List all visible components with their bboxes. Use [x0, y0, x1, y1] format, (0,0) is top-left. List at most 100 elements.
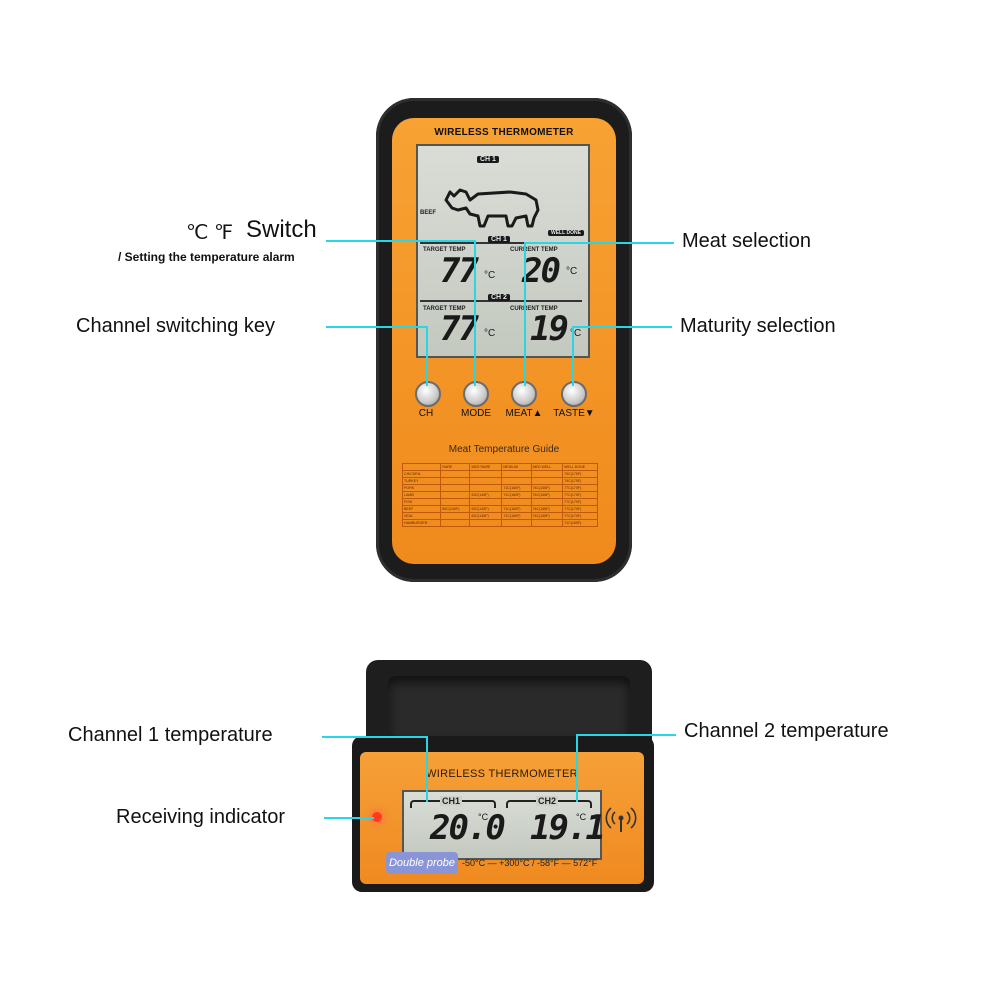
meat-selection-label: Meat selection: [682, 230, 811, 252]
lcd-ch2-target-label: TARGET TEMP: [423, 306, 466, 312]
guide-cell: 71C(160F): [501, 491, 532, 499]
maturity-callout-line-h: [572, 326, 672, 328]
guide-row: HAMBURGER 71C(160F): [401, 519, 598, 527]
channel2-temperature-label: Channel 2 temperature: [684, 720, 889, 742]
guide-cell: 71C(160F): [501, 484, 532, 492]
maturity-callout-line-v: [572, 326, 574, 386]
channel-key-callout-line-v: [426, 326, 428, 386]
guide-cell: 77C(170F): [562, 512, 598, 520]
switch-units-label: ℃ ℉: [186, 222, 234, 244]
guide-cell: [440, 519, 471, 527]
base-ch2-label: CH2: [536, 796, 559, 806]
guide-cell: [501, 498, 532, 506]
guide-cell: 71C(160F): [562, 519, 598, 527]
maturity-selection-label: Maturity selection: [680, 315, 836, 337]
guide-cell: MEDIUM: [501, 463, 532, 471]
lcd-ch1-target-value: 77: [440, 251, 479, 291]
mode-button[interactable]: [463, 381, 489, 407]
lcd-ch2-current-value: 19: [530, 309, 569, 349]
guide-cell: 71C(160F): [501, 505, 532, 513]
guide-cell: [530, 519, 564, 527]
lcd-ch2-frame: [420, 300, 582, 352]
base-ch2-value: 19.1: [530, 808, 606, 848]
mode-button-label: MODE: [461, 408, 491, 419]
receiving-indicator-label: Receiving indicator: [116, 806, 285, 828]
base-unit-cradle: [388, 676, 630, 736]
guide-cell: [469, 498, 503, 506]
switch-callout-line-v: [474, 240, 476, 386]
guide-cell: [401, 463, 442, 471]
guide-cell: RARE: [440, 463, 471, 471]
guide-cell: [440, 498, 471, 506]
guide-cell: PORK: [401, 484, 442, 492]
guide-cell: TURKEY: [401, 477, 442, 485]
wireless-signal-icon: [605, 807, 637, 832]
guide-cell: 77C(170F): [562, 505, 598, 513]
guide-cell: [440, 470, 471, 478]
lcd-ch1-tag: CH 1: [488, 236, 510, 243]
guide-cell: [469, 477, 503, 485]
lcd-doneness-label: WELL DONE: [548, 230, 584, 236]
guide-cell: [530, 498, 564, 506]
guide-cell: 74C(165F): [530, 491, 564, 499]
lcd-ch1-frame: [420, 242, 582, 294]
lcd-ch2-target-unit: °C: [484, 328, 496, 339]
ch1-callout-line-v: [426, 736, 428, 802]
guide-row: CHICKEN 79C(175F): [401, 470, 598, 478]
guide-cell: BEEF: [401, 505, 442, 513]
base-ch1-unit: °C: [478, 812, 489, 822]
guide-cell: 79C(175F): [562, 470, 598, 478]
guide-cell: [469, 519, 503, 527]
guide-cell: MED WELL: [530, 463, 564, 471]
ch1-callout-line-h: [322, 736, 428, 738]
lcd-ch1-target-label: TARGET TEMP: [423, 247, 466, 253]
guide-cell: 63C(145F): [469, 505, 503, 513]
base-ch1-label: CH1: [440, 796, 463, 806]
meat-button-label: MEAT▲: [505, 408, 543, 419]
lcd-ch2-current-label: CURRENT TEMP: [510, 306, 558, 312]
lcd-ch2-current-unit: °C: [570, 328, 582, 339]
lcd-ch1-current-label: CURRENT TEMP: [510, 247, 558, 253]
guide-cell: 79C(175F): [562, 477, 598, 485]
guide-cell: HAMBURGER: [401, 519, 442, 527]
channel-switching-key-label: Channel switching key: [76, 315, 275, 337]
guide-cell: [530, 477, 564, 485]
guide-cell: FISH: [401, 498, 442, 506]
guide-cell: 63C(145F): [469, 512, 503, 520]
guide-cell: [530, 470, 564, 478]
indicator-callout-line: [324, 817, 374, 819]
lcd-meat-label: BEEF: [420, 210, 437, 216]
guide-cell: [440, 491, 471, 499]
guide-cell: 60C(140F): [440, 505, 471, 513]
guide-cell: [501, 477, 532, 485]
guide-cell: 71C(160F): [501, 512, 532, 520]
guide-cell: 77C(170F): [562, 484, 598, 492]
lcd-ch1-current-unit: °C: [566, 266, 578, 277]
ch-button[interactable]: [415, 381, 441, 407]
red-led-icon: [372, 812, 382, 822]
lcd-ch2-target-value: 77: [440, 309, 479, 349]
guide-cell: WELL DONE: [562, 463, 598, 471]
channel-key-callout-line-h: [326, 326, 428, 328]
guide-cell: CHICKEN: [401, 470, 442, 478]
taste-button-label: TASTE▼: [553, 408, 595, 419]
guide-cell: 63C(145F): [469, 491, 503, 499]
switch-sub-label: / Setting the temperature alarm: [118, 250, 295, 264]
guide-cell: [501, 519, 532, 527]
guide-cell: 74C(165F): [530, 512, 564, 520]
lcd-ch2-tag: CH 2: [488, 294, 510, 301]
guide-cell: 77C(170F): [562, 491, 598, 499]
double-probe-badge: Double probe: [386, 852, 458, 874]
ch-button-label: CH: [418, 408, 434, 419]
base-title: WIRELESS THERMOMETER: [426, 768, 578, 780]
lcd-ch1-current-value: 20: [522, 251, 561, 291]
taste-button[interactable]: [561, 381, 587, 407]
guide-cell: [501, 470, 532, 478]
guide-cell: [440, 477, 471, 485]
channel1-temperature-label: Channel 1 temperature: [68, 724, 273, 746]
